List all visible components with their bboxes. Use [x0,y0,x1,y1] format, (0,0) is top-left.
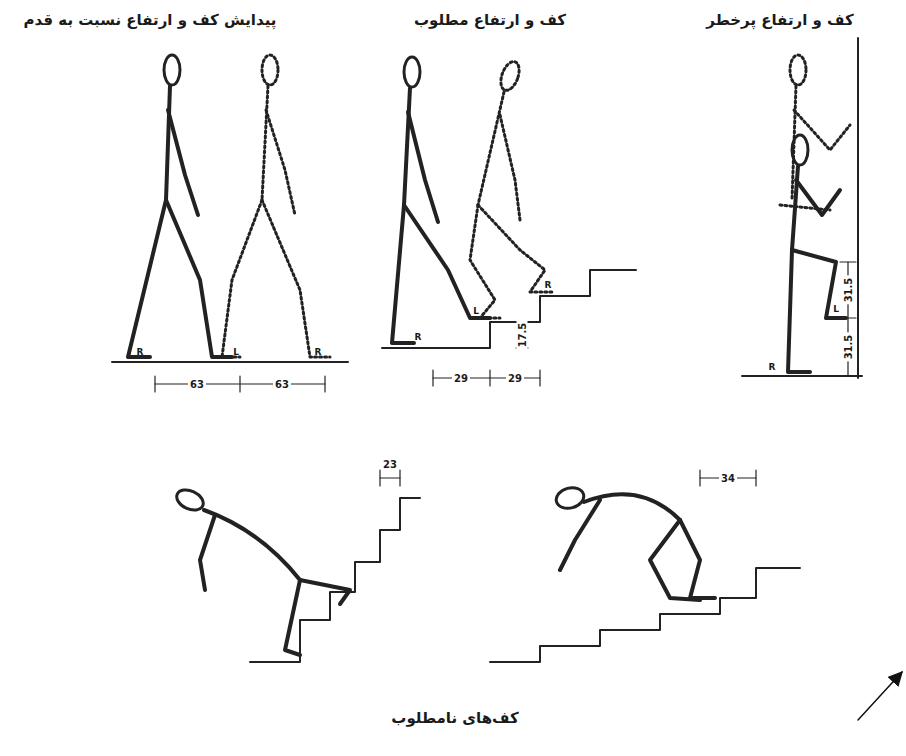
caption: کف‌های نامطلوب [389,710,520,727]
dimension-label: 29 [506,373,524,384]
foot-letter: R [313,348,324,358]
stick-figure [554,485,715,600]
foot-letter: R [413,333,424,343]
wall [857,38,859,378]
stick-figure [392,57,490,343]
stairs [382,270,636,348]
dimension-label: 63 [273,379,291,390]
dimension-label: 31.5 [843,276,854,305]
stick-figure [788,135,846,372]
direction-arrow [858,672,902,720]
dimension-label: 17.5 [517,321,528,350]
panel-heading: کف و ارتفاع پرخطر [704,12,855,29]
foot-letter: R [543,281,554,291]
foot-letter: L [231,348,241,358]
dimension-label: 63 [188,379,206,390]
stick-figure-dotted [780,55,850,210]
dimension-line [700,470,756,486]
panel-heading: کف و ارتفاع مطلوب [412,12,568,29]
stick-figure-dotted [470,59,552,318]
dimension-label: 29 [452,373,470,384]
dimension-label: 23 [381,459,399,470]
stairs [490,568,800,662]
stairs [250,498,420,662]
stick-figure-dotted [222,55,330,357]
dimension-line [380,470,400,486]
dimension-line [155,376,325,392]
dimension-label: 31.5 [843,333,854,362]
foot-letter: L [831,305,841,315]
ground-line [742,375,862,377]
foot-letter: R [767,363,778,373]
panel-heading: پیدایش کف و ارتفاع نسبت به قدم [22,12,279,29]
stick-figure [174,486,350,655]
ground-line [112,361,348,363]
foot-letter: L [471,307,481,317]
foot-letter: R [135,348,146,358]
stick-figure [128,55,232,357]
dimension-label: 34 [719,473,737,484]
